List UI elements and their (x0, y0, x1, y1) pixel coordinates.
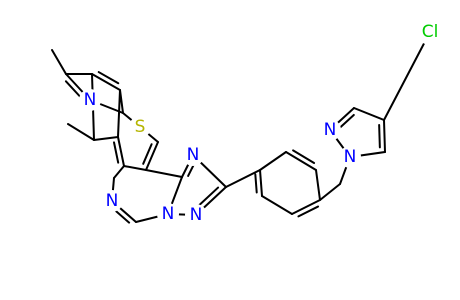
atom-s-thiophene-label: S (135, 117, 146, 137)
bond-b4-b5 (315, 169, 321, 201)
atom-n-triazole-bottom: N (185, 204, 207, 226)
atom-cl-label: Cl (422, 22, 439, 42)
atom-n-pyrazole-2-label: N (324, 120, 337, 140)
bond-c7-c11 (117, 136, 125, 167)
atom-n-triazole-fused: N (157, 203, 179, 225)
double-bond-b3-b4 (297, 205, 320, 218)
bond-b3-b4 (291, 199, 321, 215)
atom-n-pyridine-label: N (84, 90, 97, 110)
atom-n-triazole-top-label: N (187, 145, 200, 165)
bond-b1-b2 (259, 169, 263, 197)
double-bond-pc4-pc5 (378, 123, 381, 149)
atom-labels: N S N N N N N N (79, 19, 443, 226)
atom-n-triazole-top: N (182, 144, 204, 166)
double-bond-c15-nb (196, 186, 220, 209)
atom-n-pyrazole-2: N (319, 119, 341, 141)
atom-n-pyridine: N (79, 89, 101, 111)
atom-n-triazole-fused-label: N (162, 204, 175, 224)
atom-s-thiophene: S (129, 116, 151, 138)
bond-c3-c4 (91, 73, 121, 91)
double-bond-b1-b2 (254, 173, 258, 194)
bond-c9-c10 (145, 141, 159, 171)
double-bond-c7-c11 (113, 141, 120, 164)
bond-c10-c14 (145, 169, 183, 178)
bond-b2-b3 (261, 195, 293, 215)
atom-n-pyrimidine: N (101, 190, 123, 212)
double-bond-c3-c4 (97, 71, 120, 85)
double-bond-b5-b6 (292, 149, 316, 165)
atom-n-pyrazole-1-label: N (344, 147, 357, 167)
bond-pc4-cl (383, 31, 431, 121)
bond-c7-c3 (117, 89, 121, 138)
atom-n-pyrimidine-label: N (106, 191, 119, 211)
bond-b6-b1 (259, 151, 287, 171)
bond-c10-c11 (123, 165, 147, 171)
bond-pc3-pc4 (353, 107, 385, 121)
double-bond-c9-c10 (142, 143, 153, 165)
bond-b4-ch2 (319, 183, 341, 201)
bond-c11-c12 (113, 165, 125, 179)
atom-n-triazole-bottom-label: N (190, 205, 203, 225)
bond-c6-c5 (67, 123, 95, 141)
bond-pc4-pc5 (383, 119, 386, 153)
atom-cl: Cl (417, 19, 443, 45)
bond-me1-c1 (51, 49, 67, 75)
atom-n-pyrazole-1: N (339, 146, 361, 168)
bond-c6-c7 (93, 136, 119, 141)
bond-b5-b6 (285, 151, 317, 171)
bond-c15-b1 (225, 169, 261, 188)
